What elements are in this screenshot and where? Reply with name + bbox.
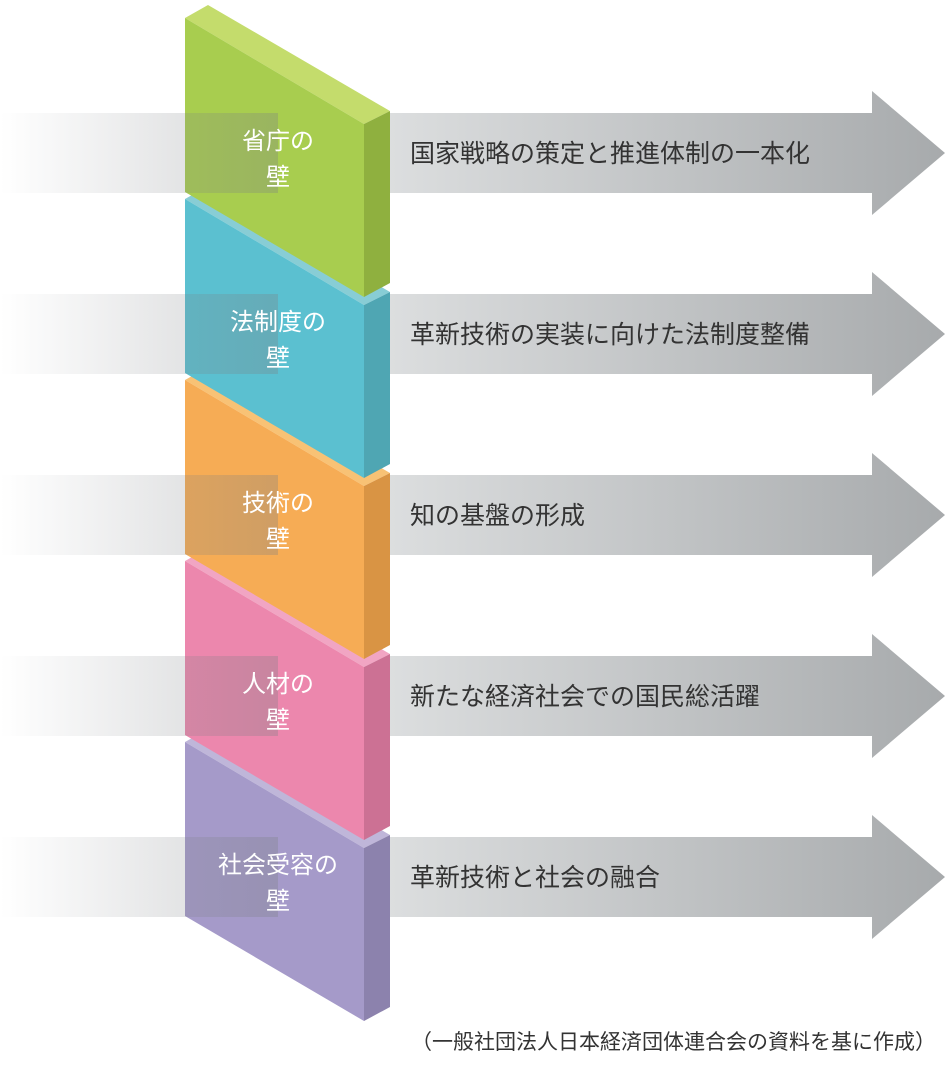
wall-label: 壁 [266, 163, 290, 191]
action-label: 国家戦略の策定と推進体制の一本化 [410, 139, 810, 168]
incoming-band [0, 294, 278, 374]
block-side-face [364, 292, 390, 478]
incoming-band [0, 837, 278, 917]
block-side-face [364, 654, 390, 840]
block-top-face [185, 5, 390, 124]
wall-label: 技術の [242, 489, 314, 517]
arrow [388, 272, 945, 396]
block-side-face [364, 111, 390, 297]
wall-label: 壁 [266, 344, 290, 372]
block-side-face [364, 473, 390, 659]
wall-label: 省庁の [242, 127, 314, 155]
wall-label: 法制度の [230, 308, 326, 336]
arrow [388, 634, 945, 758]
wall-label: 人材の [242, 670, 314, 698]
wall-label: 壁 [266, 706, 290, 734]
action-label: 知の基盤の形成 [410, 501, 585, 530]
block-side-face [364, 835, 390, 1021]
arrow [388, 91, 945, 215]
wall-label: 壁 [266, 525, 290, 553]
arrow [388, 453, 945, 577]
action-label: 新たな経済社会での国民総活躍 [410, 682, 760, 711]
incoming-band [0, 475, 278, 555]
action-label: 革新技術と社会の融合 [410, 863, 660, 892]
incoming-band [0, 656, 278, 736]
wall-label: 壁 [266, 887, 290, 915]
wall-label: 社会受容の [218, 851, 338, 879]
action-label: 革新技術の実装に向けた法制度整備 [410, 320, 810, 349]
source-footnote: （一般社団法人日本経済団体連合会の資料を基に作成） [411, 1030, 936, 1054]
arrow [388, 815, 945, 939]
incoming-band [0, 113, 278, 193]
